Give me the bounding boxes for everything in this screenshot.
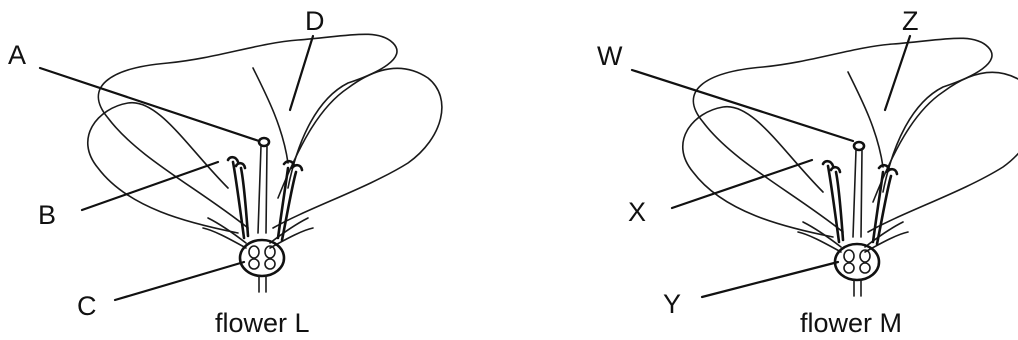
caption-flower-l: flower L [215, 308, 310, 338]
flower-l: A D B C flower L [8, 6, 444, 338]
label-x: X [628, 197, 646, 227]
leader-x [670, 158, 814, 210]
caption-flower-m: flower M [800, 308, 902, 338]
flower-m: W Z X Y flower M [597, 6, 1018, 338]
leader-c [113, 260, 246, 302]
leader-w [630, 68, 855, 143]
leader-y [700, 260, 840, 299]
leader-z [883, 34, 912, 112]
leader-a [38, 66, 261, 143]
label-w: W [597, 41, 623, 71]
leader-b [80, 160, 220, 212]
label-y: Y [663, 289, 681, 319]
label-z: Z [902, 6, 919, 36]
leader-d [288, 34, 315, 112]
label-a: A [8, 40, 26, 70]
label-b: B [38, 200, 56, 230]
label-c: C [77, 291, 97, 321]
label-d: D [305, 6, 325, 36]
